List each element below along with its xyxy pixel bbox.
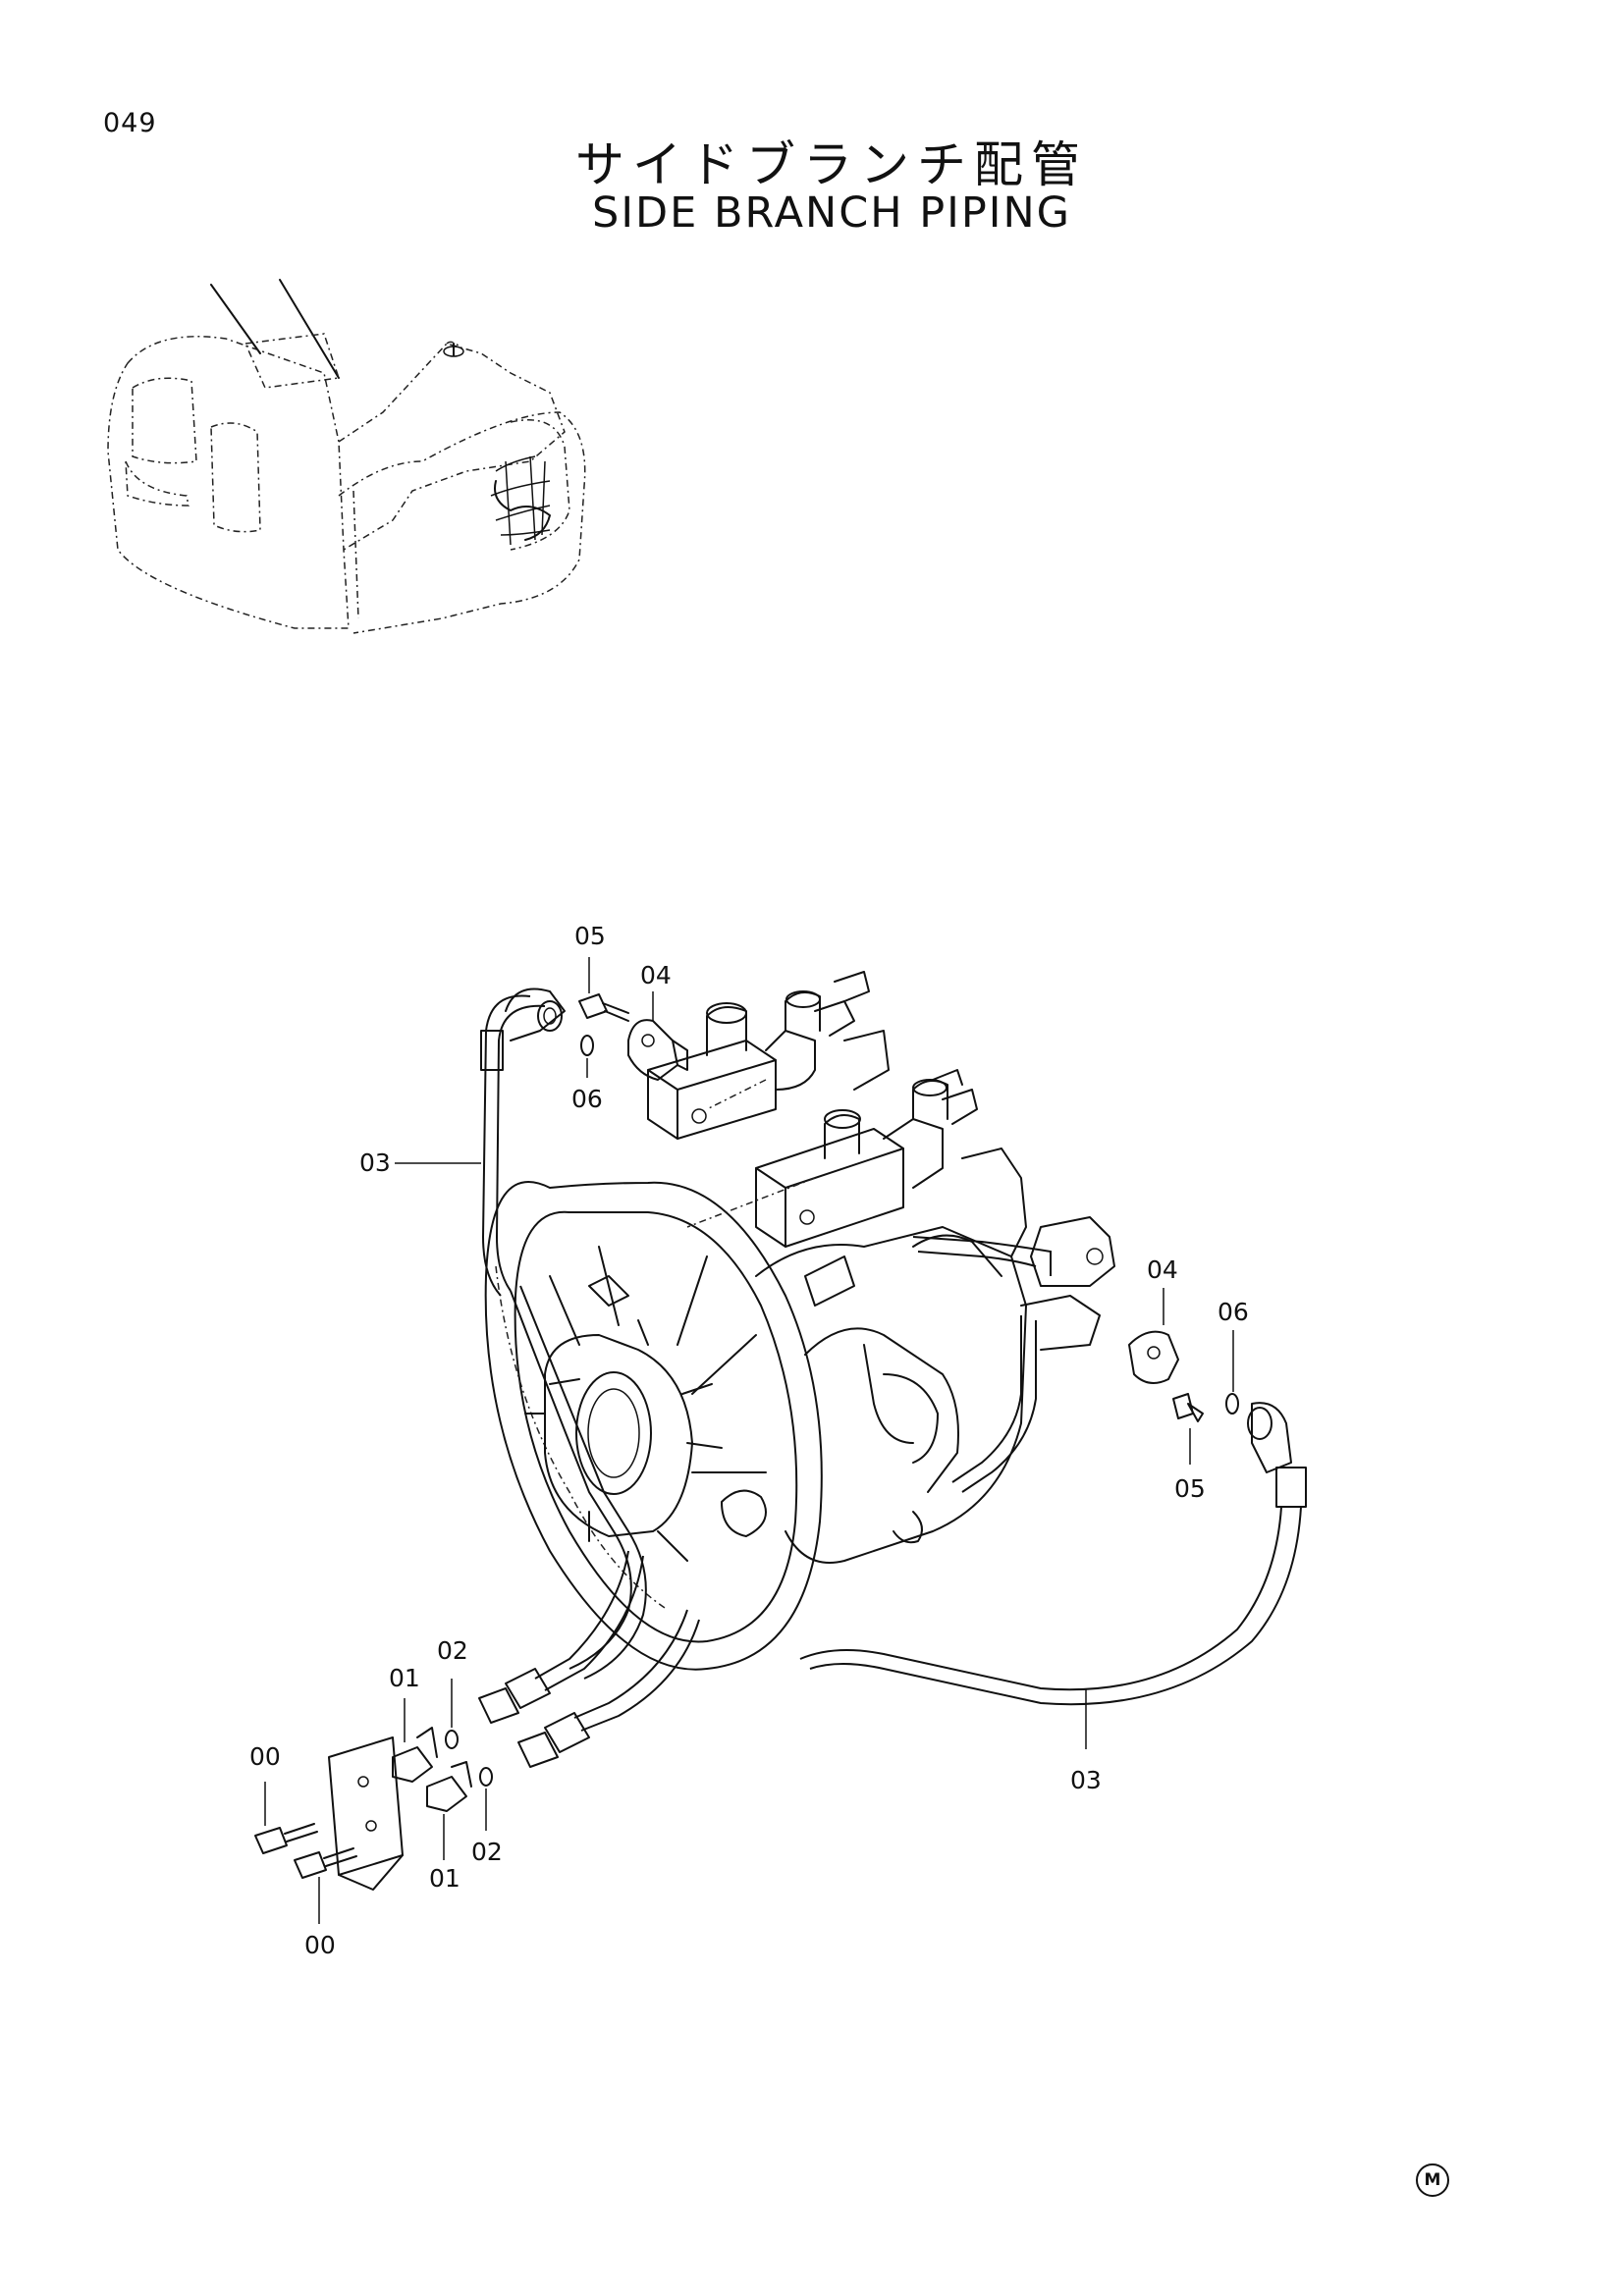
title-english: SIDE BRANCH PIPING	[592, 188, 1071, 238]
callout-01: 01	[429, 1864, 460, 1893]
pump-assembly-drawing	[484, 971, 1115, 1671]
adapter-01-lower	[426, 1761, 472, 1812]
hose-pair-lower	[478, 1550, 700, 1768]
hose-03-right	[510, 1285, 1307, 1706]
o-ring-02-lower	[479, 1767, 493, 1787]
callout-00: 00	[249, 1742, 281, 1771]
callout-05: 05	[574, 922, 606, 950]
callout-03: 03	[1070, 1766, 1102, 1794]
callout-05: 05	[1174, 1474, 1206, 1503]
callout-00: 00	[304, 1931, 336, 1959]
flange-04-top	[627, 1019, 688, 1081]
callout-01: 01	[389, 1664, 420, 1692]
bracket-plate	[328, 1736, 404, 1891]
bolt-05-top	[578, 993, 629, 1022]
callout-04: 04	[1147, 1255, 1178, 1284]
manufacturer-mark: M	[1416, 2163, 1449, 2197]
callout-04: 04	[640, 961, 672, 989]
title-japanese: サイドブランチ配管	[575, 136, 1088, 193]
bolt-00-upper	[254, 1823, 318, 1854]
bolt-00-lower	[294, 1847, 357, 1879]
callout-02: 02	[437, 1636, 468, 1665]
adapter-01-upper	[392, 1727, 438, 1783]
callout-06: 06	[571, 1085, 603, 1113]
page-number: 049	[103, 108, 157, 138]
hose-03-left	[480, 988, 566, 1297]
bolt-05-right	[1172, 1393, 1204, 1422]
excavator-locator-icon	[107, 279, 586, 634]
callout-02: 02	[471, 1838, 503, 1866]
o-ring-02-upper	[445, 1730, 459, 1749]
callout-03: 03	[359, 1148, 391, 1177]
flange-04-right	[1128, 1330, 1179, 1384]
o-ring-06-right	[1225, 1393, 1239, 1415]
leader-lines	[264, 957, 1234, 1924]
o-ring-06-top	[580, 1035, 594, 1056]
callout-06: 06	[1218, 1298, 1249, 1326]
callout-labels: 05 04 06 03 04 06 05 03 02 01 00 02 01 0…	[249, 922, 1249, 1959]
